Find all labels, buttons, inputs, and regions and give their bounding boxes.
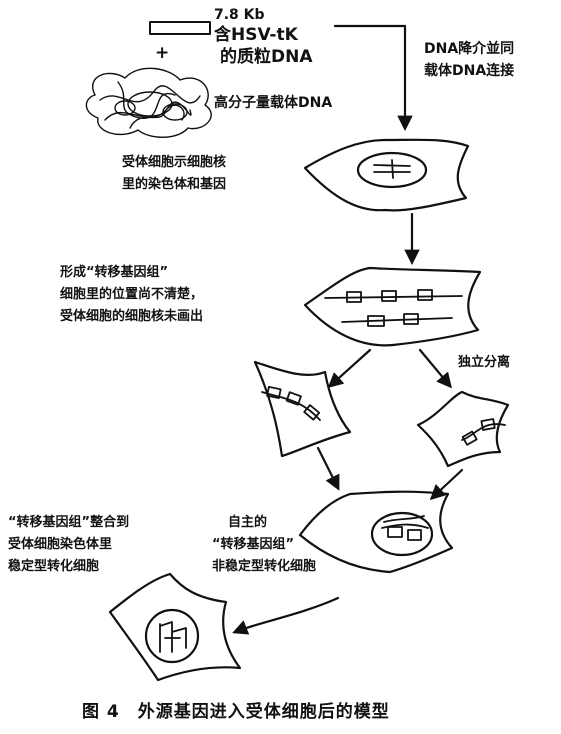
stage2-label-3: 受体细胞的细胞核未画出 — [60, 309, 204, 324]
transgenome-right — [461, 418, 506, 446]
process-arrow — [333, 24, 413, 132]
stage3-right-label-3: 非稳定型转化细胞 — [212, 559, 317, 574]
split-label: 独立分离 — [458, 355, 511, 370]
daughter-cell-right — [416, 390, 510, 468]
integrated-transgenome — [381, 515, 429, 541]
size-label: 7.8 Kb — [214, 7, 265, 23]
stage3-left-label-2: 受体细胞染色体里 — [8, 537, 113, 552]
stage3-left-label-1: “转移基因组”整合到 — [8, 515, 130, 530]
arrow-split-right — [418, 348, 452, 389]
plasmid-label-1: 含HSV-tK — [214, 25, 298, 45]
daughter-cell-left — [253, 360, 352, 458]
process-label-2: 载体DNA连接 — [424, 63, 515, 79]
nucleus-1 — [356, 151, 428, 189]
plasmid-label-2: 的质粒DNA — [220, 47, 313, 67]
process-label-1: DNA降介並同 — [424, 41, 515, 57]
transgenome-2 — [324, 289, 463, 327]
stage1-label-2: 里的染色体和基因 — [122, 177, 227, 192]
recipient-cell-1 — [303, 138, 470, 212]
arrow-merge-left — [316, 446, 340, 491]
stable-cell — [108, 572, 242, 682]
stage3-right-label-2: “转移基因组” — [212, 537, 295, 552]
transformed-cell — [298, 490, 454, 574]
figure-caption: 图 4 外源基因进入受体细胞后的模型 — [82, 702, 390, 722]
stage1-label-1: 受体细胞示细胞核 — [122, 155, 227, 170]
nucleus-3 — [370, 511, 434, 557]
carrier-dna-tangle — [85, 67, 212, 138]
arrow-split-left — [327, 348, 372, 389]
plus-sign: + — [155, 43, 170, 63]
transgenome-left — [261, 385, 321, 421]
nucleus-stable — [144, 608, 200, 664]
arrow-to-stable — [232, 596, 340, 635]
chromosome-glyph — [159, 621, 187, 653]
stage3-left-label-3: 稳定型转化细胞 — [8, 559, 100, 574]
stage2-label-2: 细胞里的位置尚不清楚， — [60, 287, 204, 302]
stage2-label-1: 形成“转移基因组” — [60, 265, 169, 280]
stage3-right-label-1: 自主的 — [228, 515, 268, 530]
recipient-cell-2 — [303, 266, 482, 347]
carrier-label: 高分子量载体DNA — [214, 95, 333, 111]
plasmid-fragment — [149, 21, 211, 35]
